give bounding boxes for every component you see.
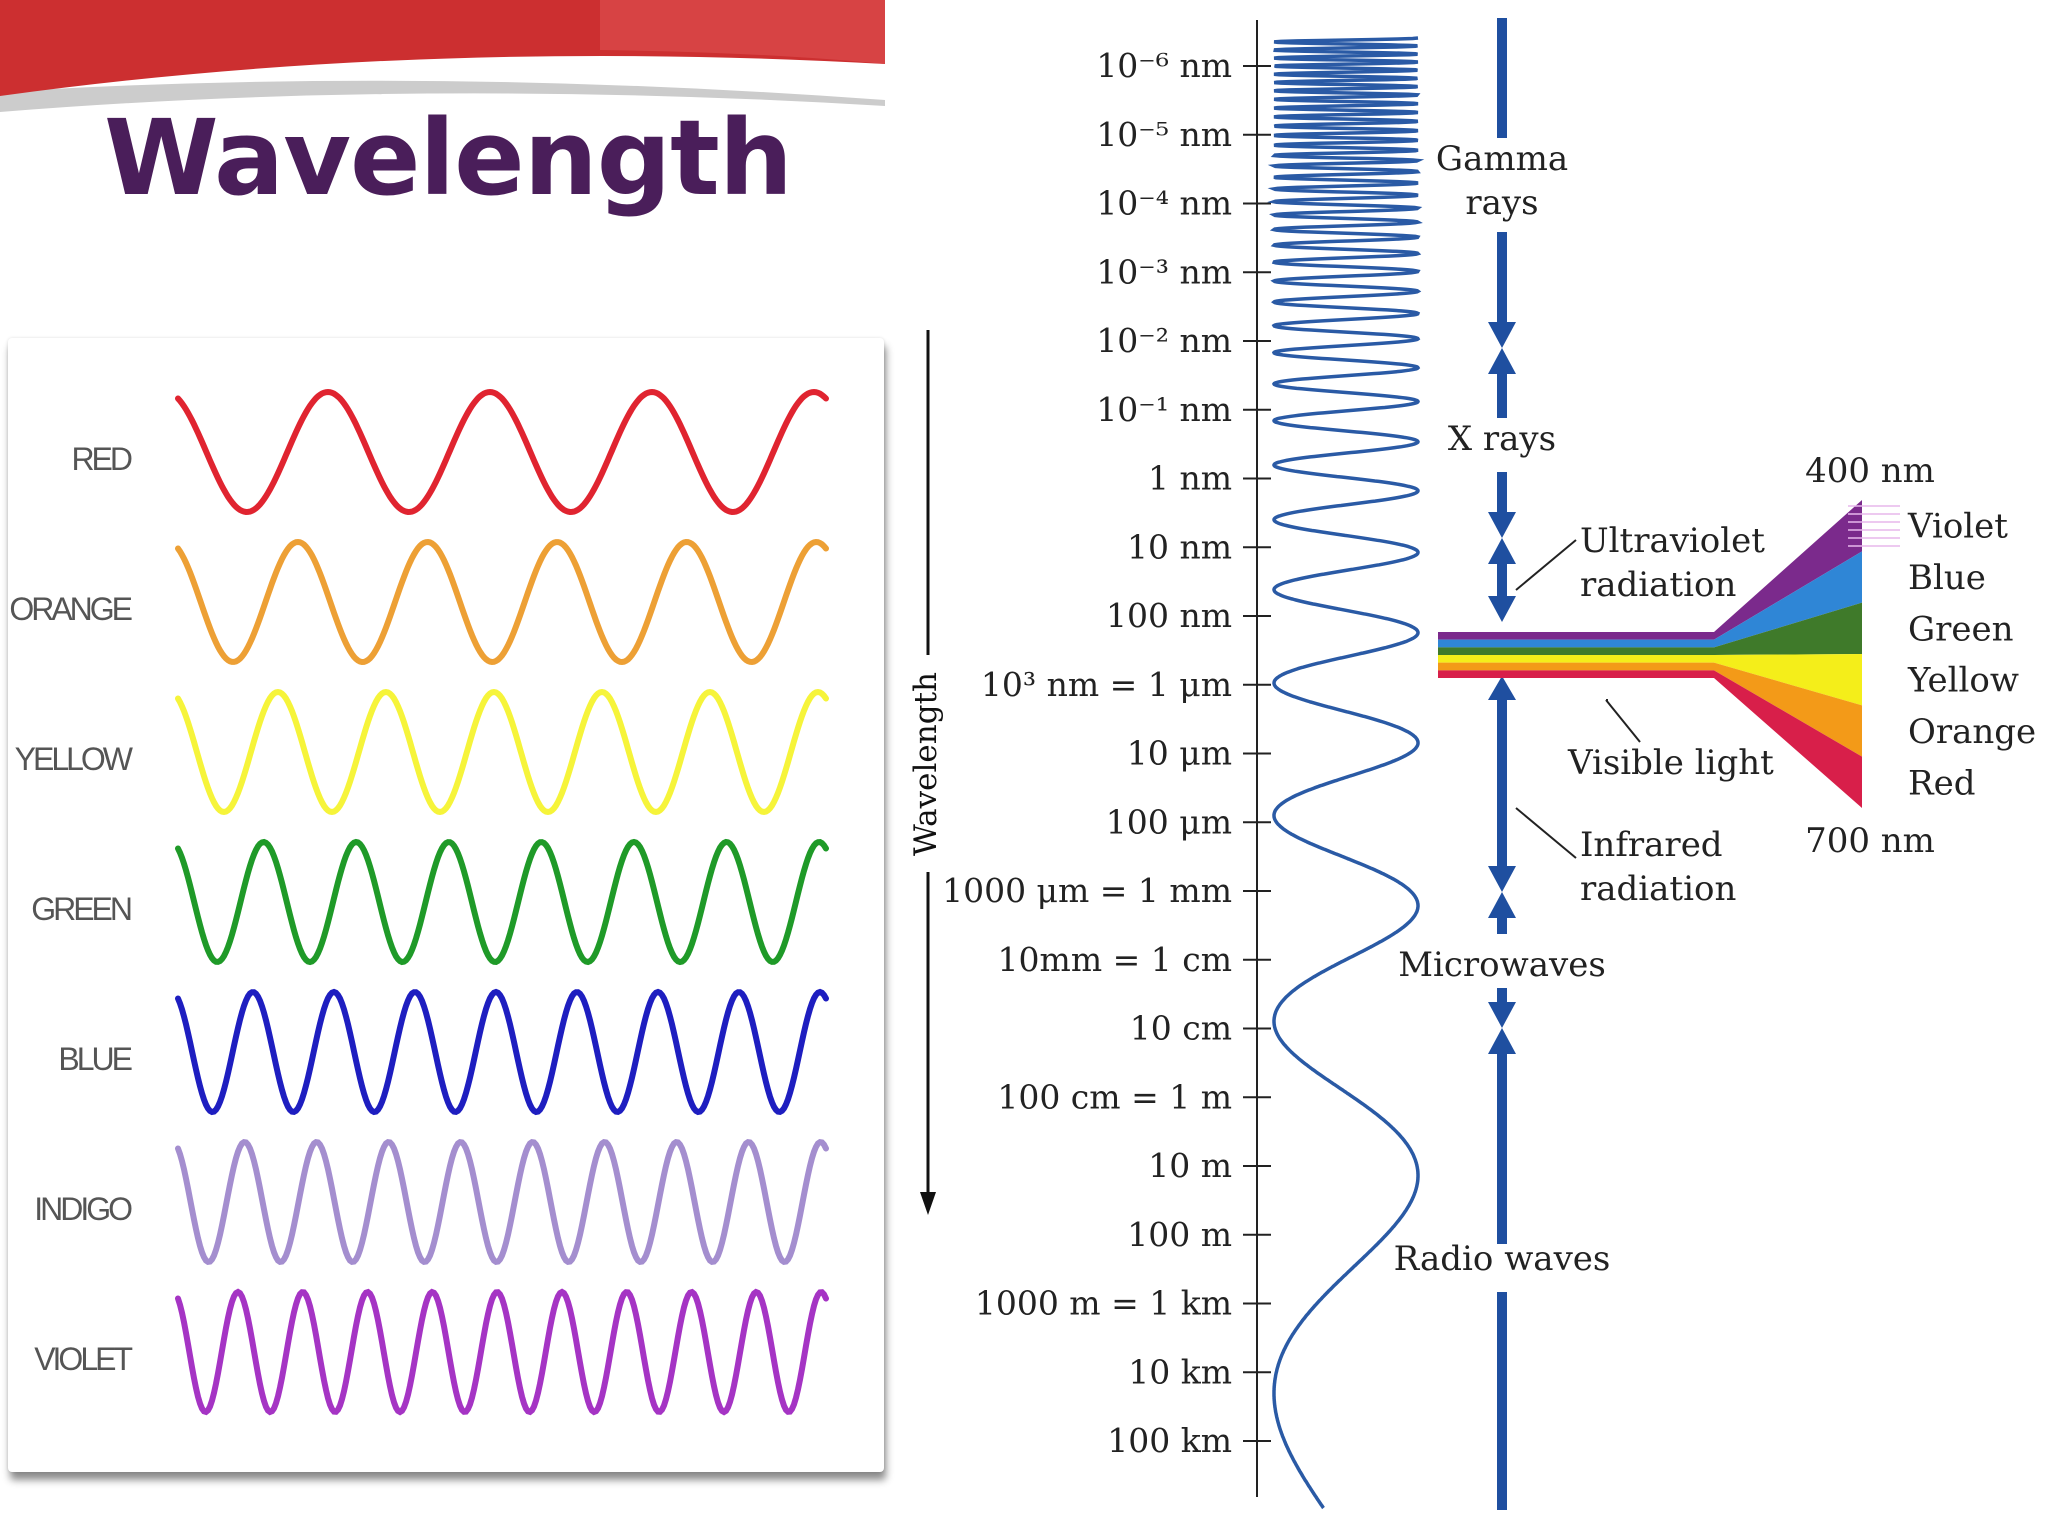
uv-arrow-up [1488,538,1516,564]
visible-color-label-green: Green [1908,609,2014,649]
region-axis [1488,18,1516,1510]
microwave-arrow-up [1488,892,1516,918]
wave-label-blue: BLUE [58,1041,131,1077]
visible-end-label: 700 nm [1805,821,1935,861]
scale-label: 10³ nm = 1 μm [981,665,1232,704]
microwave-arrow-down [1488,1002,1516,1028]
visible-color-label-yellow: Yellow [1907,661,2019,701]
scale-label: 100 km [1107,1421,1232,1460]
wave-orange [175,538,829,666]
gamma-arrow-down [1488,322,1516,348]
ir-label-line1: Infrared [1580,825,1723,865]
scale-label: 100 m [1127,1215,1232,1254]
scale-label: 10⁻¹ nm [1096,390,1232,429]
radio-arrow-up [1488,1028,1516,1054]
visible-band-orange [1438,662,1862,757]
scale-label: 10 cm [1130,1009,1232,1048]
visible-band-red [1438,670,1862,808]
wave-red [175,388,829,516]
wave-indigo [175,1138,829,1266]
xrays-label: X rays [1448,419,1556,459]
visible-color-label-red: Red [1908,763,1976,803]
visible-band-violet [1438,500,1862,640]
scale-label: 10mm = 1 cm [998,940,1232,979]
radio-waves-label: Radio waves [1394,1239,1611,1279]
ir-arrow-down [1488,866,1516,892]
ir-label-line2: radiation [1580,869,1736,909]
wave-label-red: RED [71,441,131,477]
region-labels: Gamma rays X rays Ultraviolet radiation … [1394,139,1774,1279]
uv-label-line2: radiation [1580,565,1736,605]
wave-label-orange: ORANGE [9,591,131,627]
visible-band-yellow [1438,654,1862,706]
scale-label: 100 cm = 1 m [997,1077,1232,1116]
scale-label: 10 km [1128,1352,1232,1391]
xray-arrow-down [1488,512,1516,538]
scale-label: 10⁻⁵ nm [1096,115,1232,154]
visible-color-label-violet: Violet [1907,507,2008,547]
visible-band-green [1438,602,1862,655]
wavelength-arrow: Wavelength [908,330,944,1215]
scale-label: 1000 μm = 1 mm [942,871,1232,910]
visible-band-blue [1438,551,1862,648]
wave-label-indigo: INDIGO [34,1191,132,1227]
scale-label: 1 nm [1148,459,1232,498]
visible-leader-1 [1605,699,1641,743]
visible-color-label-blue: Blue [1908,558,1986,598]
visible-light-label: Visible light [1567,743,1774,783]
scale-label: 10⁻³ nm [1096,252,1232,291]
ir-arrow-up [1488,676,1516,700]
slide-title: Wavelength [104,97,793,219]
wavelength-axis-label: Wavelength [908,672,944,856]
wave-green [175,838,829,966]
wave-label-green: GREEN [31,891,131,927]
banner-grey-band [0,80,885,112]
visible-color-label-orange: Orange [1908,712,2036,752]
scale-label: 10⁻⁶ nm [1096,46,1232,85]
color-waves-graphic: RED ORANGE YELLOW GREEN BLUE INDIGO VIOLET [9,388,829,1416]
color-waves-panel: RED ORANGE YELLOW GREEN BLUE INDIGO VIOLET [8,338,884,1472]
visible-start-label: 400 nm [1805,451,1935,491]
uv-arrow-down [1488,596,1516,622]
gamma-label-line2: rays [1465,183,1538,223]
wave-yellow [175,688,829,816]
wave-violet [175,1288,829,1416]
scale-label: 10⁻² nm [1096,321,1232,360]
wave-label-violet: VIOLET [34,1341,132,1377]
header-banner [0,0,885,145]
scale-label: 100 nm [1106,596,1232,635]
leader-lines [1515,539,1641,859]
scale-label: 1000 m = 1 km [975,1284,1232,1323]
gamma-label-line1: Gamma [1436,139,1568,179]
scale-label: 10 μm [1127,734,1232,773]
scale-label: 100 μm [1106,802,1232,841]
scale-label: 10 m [1148,1146,1232,1185]
wave-blue [175,988,829,1116]
scale-label: 10⁻⁴ nm [1096,184,1232,223]
scale-label: 10 nm [1127,527,1232,566]
microwaves-label: Microwaves [1398,945,1606,985]
xray-arrow-up [1488,348,1516,374]
wave-label-yellow: YELLOW [15,741,134,777]
banner-red-highlight [600,0,885,64]
em-wave-curve [1267,36,1425,1510]
uv-label-line1: Ultraviolet [1580,521,1765,561]
wavelength-scale: 10⁻⁶ nm 10⁻⁵ nm 10⁻⁴ nm 10⁻³ nm 10⁻² nm 10⁻¹ … [942,46,1271,1460]
